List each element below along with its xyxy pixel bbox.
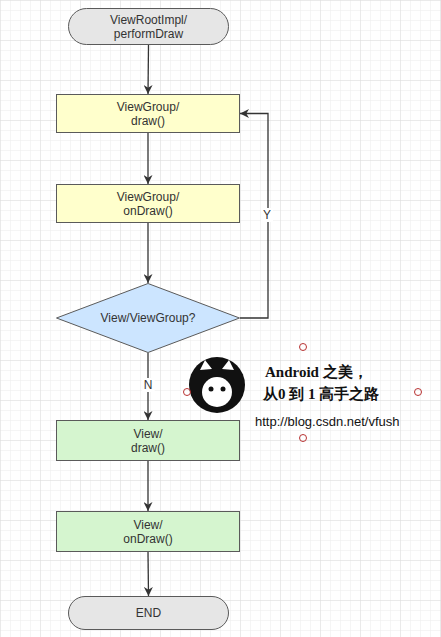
node-text: END (136, 606, 161, 620)
flow-arrow (147, 45, 149, 94)
node-text: ViewGroup/ onDraw() (117, 190, 179, 218)
node-text: ViewGroup/ draw() (117, 100, 179, 128)
watermark-url: http://blog.csdn.net/vfush (255, 414, 400, 429)
flow-arrow (147, 133, 148, 184)
flow-arrow (147, 461, 148, 511)
process-box: View/ draw() (56, 420, 240, 461)
flow-arrow (147, 223, 148, 283)
process-box: ViewGroup/ onDraw() (56, 184, 240, 223)
diamond-shape (57, 284, 240, 353)
decision-diamond: View/ViewGroup? (56, 283, 240, 353)
process-box: View/ onDraw() (56, 511, 240, 552)
watermark-subtitle: 从0 到 1 高手之路 (263, 385, 379, 404)
terminal-node: ViewRootImpl/ performDraw (68, 8, 229, 45)
process-box: ViewGroup/ draw() (56, 94, 240, 133)
node-text: View/ViewGroup? (101, 311, 196, 325)
edge-label: N (142, 378, 155, 392)
watermark-avatar (189, 357, 245, 413)
node-text: ViewRootImpl/ performDraw (110, 13, 187, 41)
node-text: View/ onDraw() (123, 518, 172, 546)
watermark-title: Android 之美， (265, 363, 368, 382)
node-text: View/ draw() (131, 427, 165, 455)
terminal-node: END (68, 596, 229, 630)
flow-arrow (147, 552, 149, 596)
edge-label: Y (261, 208, 273, 222)
